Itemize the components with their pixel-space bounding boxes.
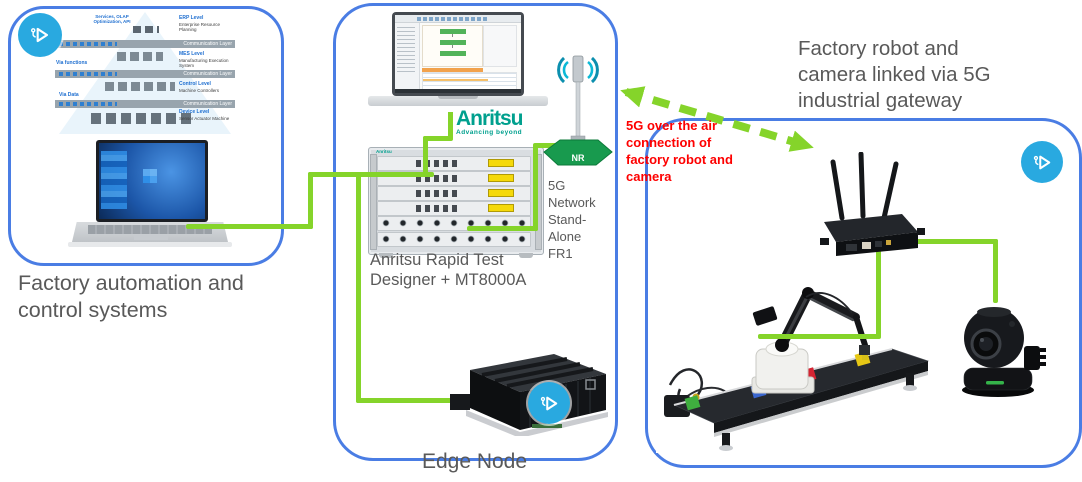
rack-module [377,201,531,216]
test-tree-panel [395,23,420,93]
ptz-camera-image [944,294,1054,398]
edge-node-image [436,350,616,436]
log-panel [422,72,517,90]
connection-into-tester [308,172,434,177]
mt8000a-tester-image: Anritsu [368,147,544,258]
edge-node-caption: Edge Node [421,450,528,473]
connection-to-edge-node [356,398,452,403]
pointer-glyph [540,396,557,410]
right-group-caption: Factory robot and camera linked via 5G i… [798,37,991,113]
automation-pyramid-image: Services, OLAP Optimization, API Communi… [53,10,237,136]
windows-desktop [99,143,205,219]
connection-gateway-down [876,246,881,338]
connection-branch-down [356,172,361,403]
pyramid-tier2-icons [117,52,163,61]
communication-layer-bar: Communication Layer [55,100,235,108]
control-laptop-image [66,138,232,256]
connection-to-camera [993,239,998,303]
touchpad [134,235,168,240]
network-caption: 5G Network Stand-Alone FR1 [548,178,596,261]
taskbar [395,89,521,93]
ota-note: 5G over the air connection of factory ro… [626,118,733,184]
anritsu-logo: Anritsu Advancing beyond [456,107,523,136]
connection-gateway-right [888,239,998,244]
communication-layer-bar: Communication Layer [55,40,235,48]
5g-nr-antenna-icon: NR [540,52,616,170]
rack-module [377,156,531,171]
factory-robot-image [656,257,948,453]
middle-group-frame [333,3,618,461]
left-group-caption: Factory automation and control systems [18,271,244,322]
pyramid-level-erp: ERP Level Enterprise Resource Planning [179,15,221,32]
ota-dashed-arrow [620,86,814,152]
connection-rtd-into-rack [423,136,428,174]
properties-panel [483,25,517,67]
rack-rf-module [377,232,531,247]
start-tiles [101,151,127,209]
connection-elbow-up [308,172,313,229]
connection-rtd-laptop-down [448,102,453,140]
left-group-frame [8,6,284,266]
connection-to-robot [758,334,881,339]
nr-label: NR [572,153,585,163]
connection-rtd-step [423,136,453,141]
laptop-screen [392,12,524,96]
click-pointer-icon[interactable] [1021,141,1063,183]
pyramid-level-control: Control Level Machine Controllers [179,81,220,93]
pyramid-tier3-icons [105,82,175,91]
pyramid-side-label: Via functions [56,60,88,66]
pyramid-side-label: Via Data [59,92,79,98]
toolbar [395,15,521,23]
industrial-gateway-icon [818,152,926,264]
laptop-base [68,242,232,247]
connection-rack-to-nr-h [467,226,538,231]
click-pointer-icon[interactable] [18,13,62,57]
pyramid-top-note: Services, OLAP Optimization, API [93,14,131,25]
tester-caption: Anritsu Rapid Test Designer + MT8000A [370,251,527,290]
click-pointer-icon[interactable] [528,382,570,424]
connection-rack-to-nr-v [533,145,538,231]
pointer-glyph [1033,155,1050,169]
pyramid-level-device: Device Level Sensor Actuator Machine [179,109,230,121]
pyramid-tier1-icons [133,26,159,33]
rack-module [377,186,531,201]
connection-laptop-to-tester [186,224,313,229]
pointer-glyph [31,27,49,43]
communication-layer-bar: Communication Layer [55,70,235,78]
rtd-laptop-image [368,12,548,112]
windows-logo-icon [143,169,157,183]
connection-nr-stub [533,143,557,148]
laptop-base [368,96,548,106]
highlight-bar [422,68,483,72]
flow-canvas [422,25,483,67]
rtd-software-window [395,15,521,93]
right-group-frame [645,118,1082,468]
pyramid-tier4-icons [91,113,193,124]
pyramid-level-mes: MES Level Manufacturing Execution System [179,51,229,68]
laptop-screen [96,140,208,222]
